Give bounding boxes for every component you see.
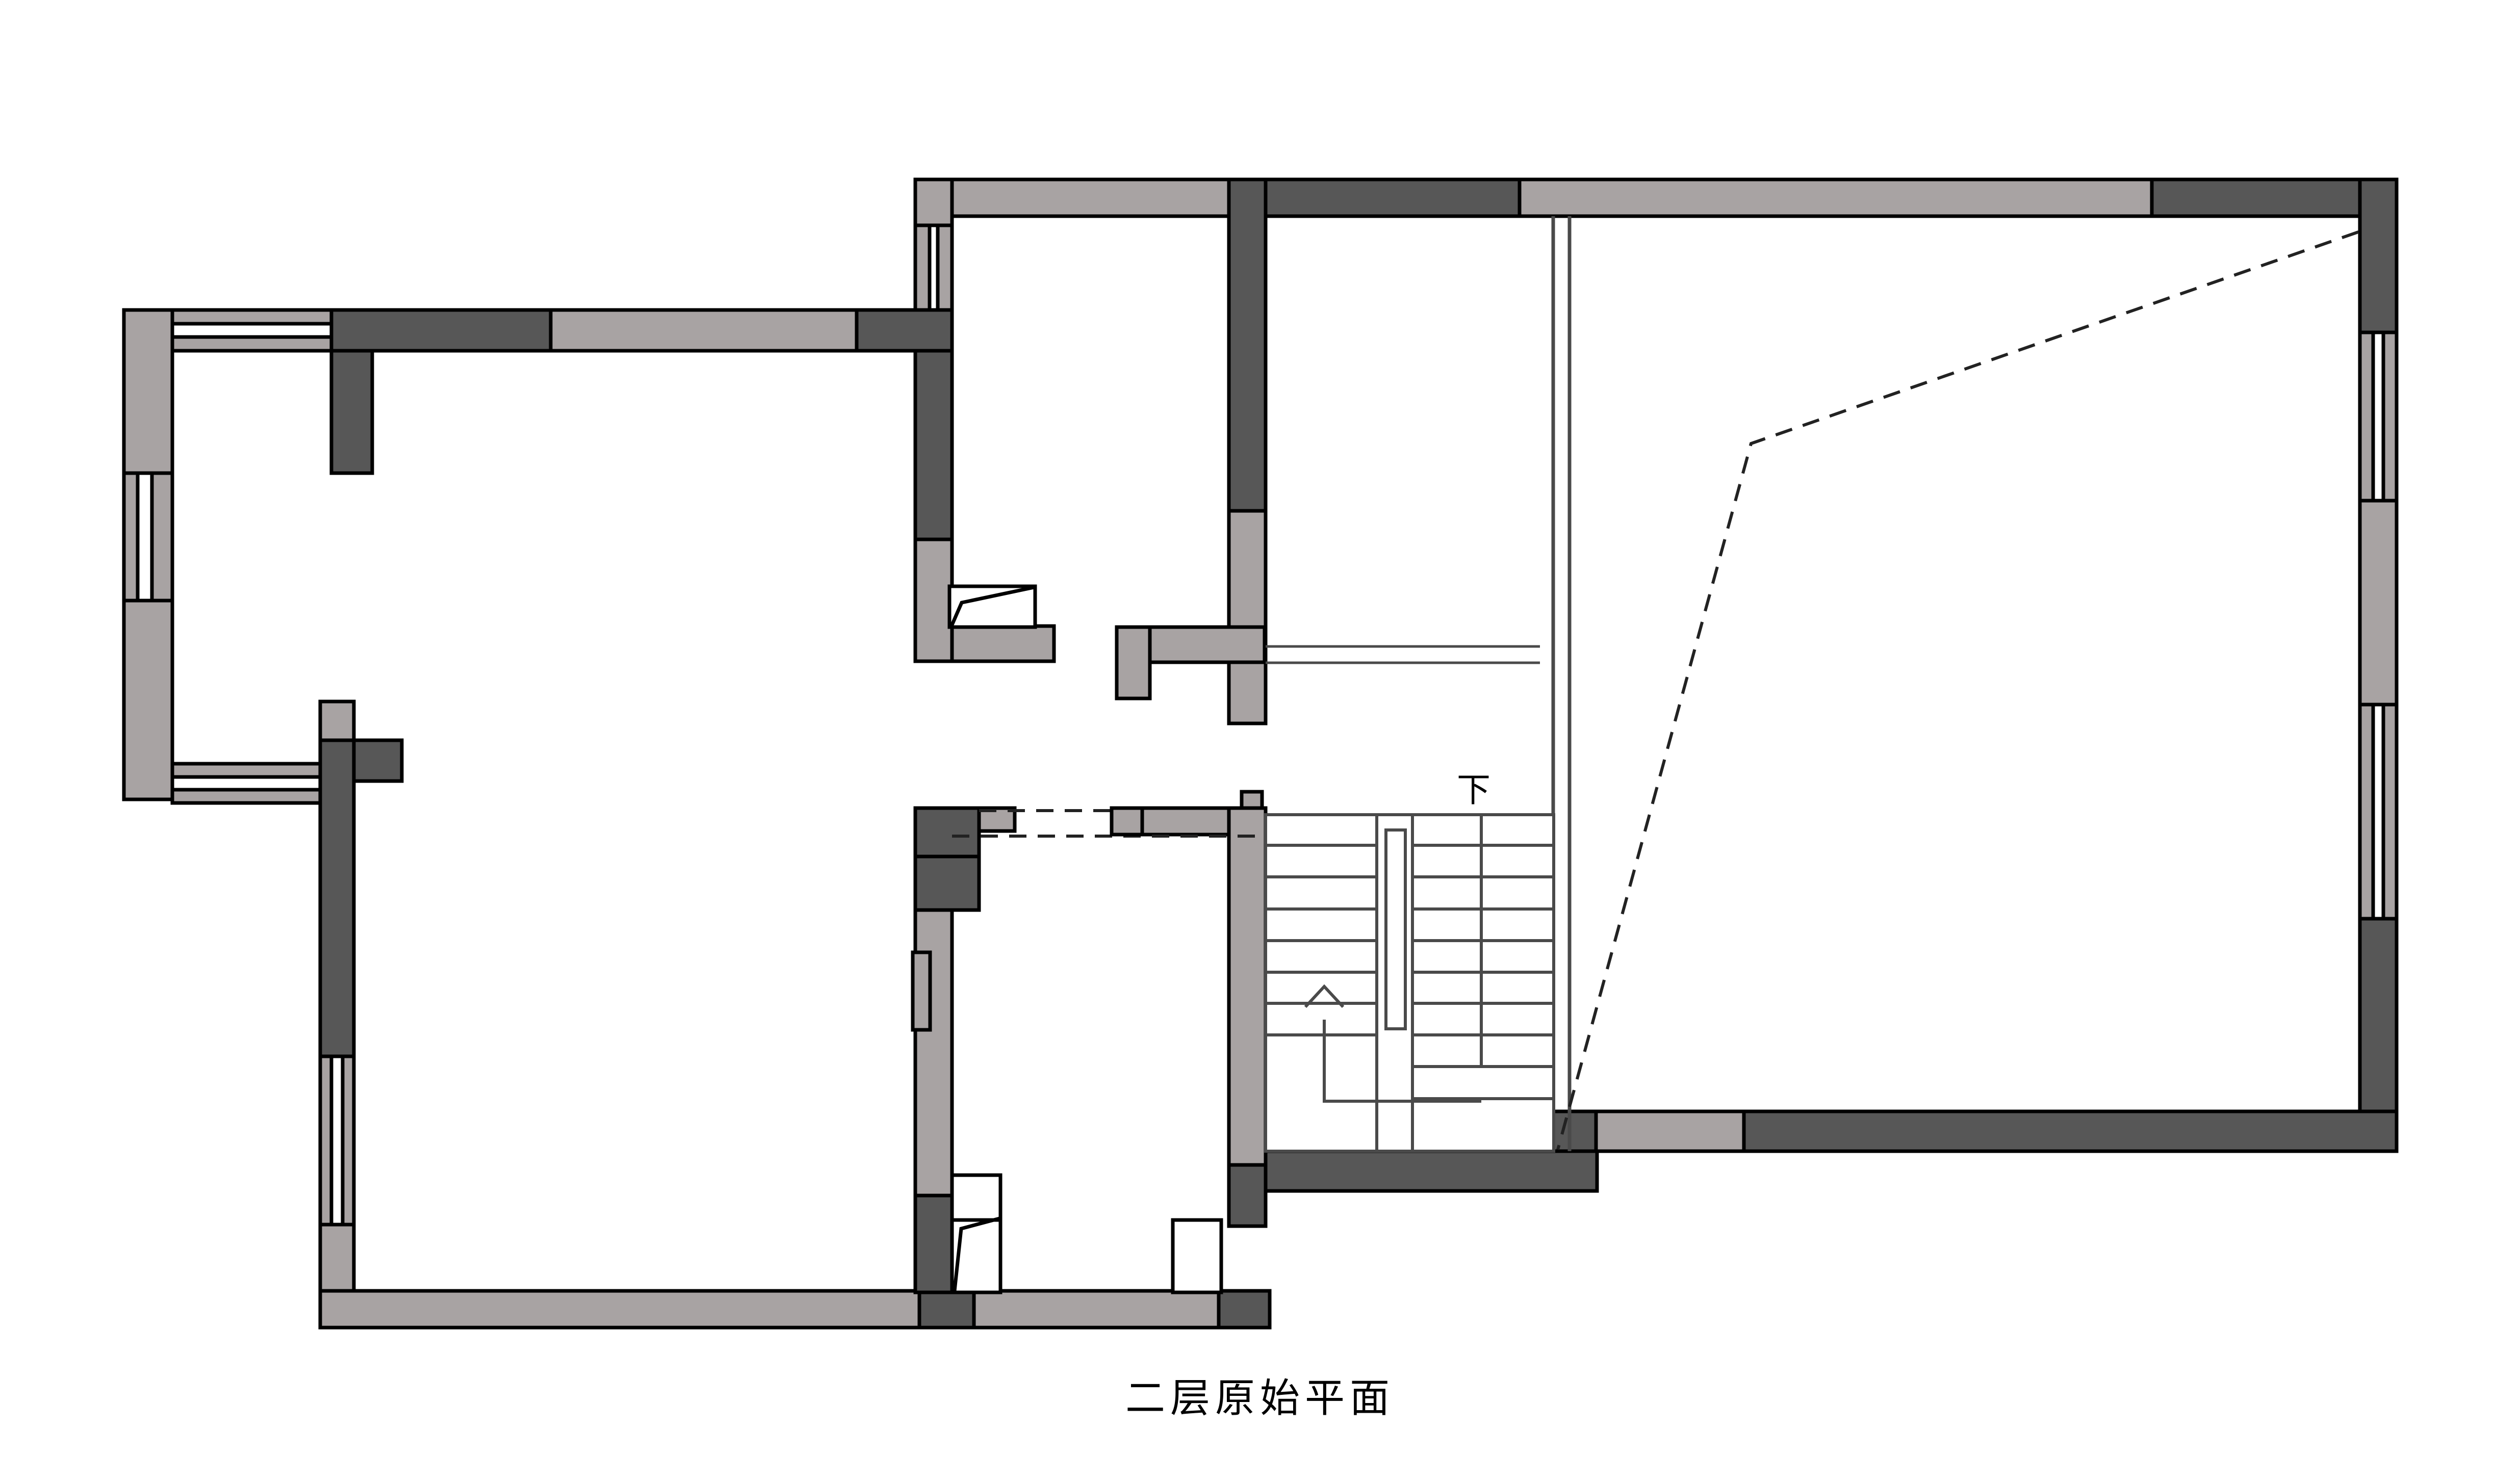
stair-up-arrow-head — [1304, 984, 1345, 1008]
wall-terrace-top-dark — [2150, 177, 2399, 218]
window-upper-left-bottom-glass — [170, 775, 332, 792]
window-terrace-right-lower-jamb-a — [2358, 703, 2375, 921]
wall-mid-left-vertical-dark — [318, 738, 356, 1058]
window-terrace-right-lower-jamb-b — [2381, 703, 2399, 921]
wall-stubs-group — [1110, 625, 1152, 837]
page-title: 二层原始平面 — [1125, 1376, 1395, 1420]
wall-bath-right-nub — [1240, 790, 1264, 810]
wall-stub-bath-header-left — [1110, 806, 1144, 837]
stair-outer-boundary — [1264, 813, 1555, 1153]
window-upper-left-side-jamb-a — [122, 471, 140, 603]
wall-upper-left-right-vertical-dark — [913, 349, 954, 541]
wall-lower-left-bottom-light — [318, 1289, 921, 1330]
wall-top-middle-left-bottom-run — [950, 624, 1056, 663]
wall-top-middle-left-vertical-upper — [913, 177, 954, 227]
window-terrace-right-upper-jamb-a — [2358, 330, 2375, 503]
window-upper-left-bottom-jamb-b — [170, 788, 332, 805]
wall-upper-left-top-dark-drop — [329, 349, 374, 475]
wall-upper-left-lower-corner — [122, 599, 174, 801]
window-upper-left-side-jamb-b — [150, 471, 174, 603]
window-top-middle-left-jamb-a — [913, 223, 932, 319]
wall-terrace-right-light-mid — [2358, 499, 2399, 707]
stair-handrail — [1384, 828, 1407, 1030]
wall-top-divider-dark-upper — [1227, 177, 1268, 513]
stair-walk-line — [1323, 1020, 1481, 1103]
walls-group — [122, 177, 2399, 1330]
wall-stub-top-middle-right-left — [1115, 625, 1152, 700]
wall-top-middle-right-bottom-stub — [1227, 660, 1268, 725]
wall-bottom-dark-bath-right — [1217, 1289, 1272, 1330]
door-bath-right-frame — [1171, 1218, 1223, 1294]
window-upper-left-bottom-jamb-a — [170, 762, 332, 779]
wall-bath-right-dark-lower — [1227, 1163, 1268, 1228]
window-top-middle-left-jamb-b — [936, 223, 954, 319]
window-lower-left-side-jamb-b — [341, 1054, 356, 1227]
overhead-dashed-group — [952, 230, 2359, 1150]
window-upper-left-side-glass — [136, 471, 154, 603]
door-top-middle-left-swing — [949, 585, 1035, 627]
wall-bath-left-dark-lower — [913, 1193, 954, 1294]
wall-bath-right-vertical-light — [1227, 806, 1268, 1167]
wall-bottom-light-bath — [972, 1289, 1221, 1330]
wall-top-middle-dark-header — [1227, 177, 1522, 218]
wall-stairhall-bottom-extension — [1264, 1149, 1599, 1193]
wall-bath-top-left-dark — [913, 806, 981, 859]
window-upper-left-top-jamb-a — [170, 308, 333, 326]
wall-bath-top-left-dark-drop — [913, 854, 981, 912]
wall-bath-niche — [911, 950, 932, 1032]
wall-lower-left-corner — [318, 1223, 356, 1293]
wall-bottom-dark-left — [917, 1289, 976, 1330]
stair-down-label: 下 — [1457, 772, 1490, 809]
door-bath-left-swing — [953, 1216, 1000, 1291]
wall-terrace-right-dark-bottom — [2358, 917, 2399, 1135]
staircase-group — [1264, 813, 1555, 1153]
terrace-roof-edge-line — [1556, 230, 2359, 1150]
wall-top-middle-left-header — [913, 177, 1231, 218]
window-terrace-right-upper-jamb-b — [2381, 330, 2399, 503]
door-top-middle-left-frame — [947, 584, 1037, 629]
wall-terrace-bottom-light — [1594, 1109, 1746, 1153]
wall-upper-left-corner — [122, 308, 174, 475]
wall-terrace-bottom-dark — [1742, 1109, 2399, 1153]
wall-terrace-right-dark-top — [2358, 177, 2399, 334]
wall-terrace-top-light — [1518, 177, 2154, 218]
window-upper-left-top-jamb-b — [170, 335, 333, 353]
wall-upper-left-top-dark-right — [855, 308, 954, 353]
wall-upper-left-top-light — [549, 308, 859, 353]
window-upper-left-top-glass — [170, 322, 333, 339]
wall-upper-left-top-dark — [329, 308, 553, 353]
